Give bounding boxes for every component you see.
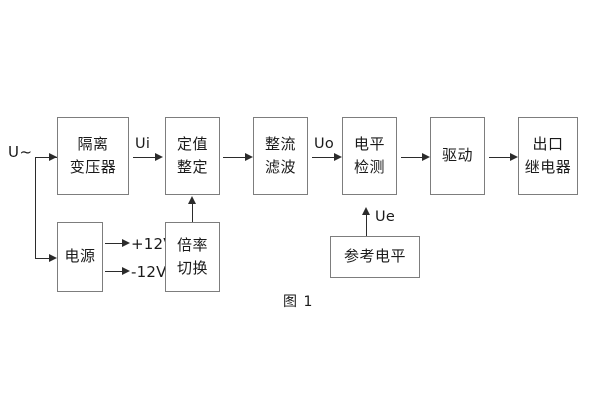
arrowhead-into-level-detect-from-reference: [362, 207, 370, 215]
block-rectify-filter-line2: 滤波: [264, 158, 296, 176]
block-multiplier-switch-line1: 倍率: [176, 235, 208, 254]
wire-branch-to-transformer: [35, 157, 49, 158]
arrowhead-negative-rail: [122, 266, 130, 275]
wire-power-supply-negative-rail: [105, 271, 122, 272]
block-output-relay-line2: 继电器: [524, 158, 572, 176]
arrowhead-positive-rail: [122, 238, 130, 247]
arrowhead-into-setting-value-from-multiplier: [188, 196, 196, 204]
block-rectify-filter-line1: 整流: [264, 134, 296, 153]
signal-label-ue: Ue: [375, 209, 396, 225]
signal-label-ui: Ui: [135, 136, 151, 152]
figure-caption: 图 1: [283, 294, 314, 310]
wire-source-branch-trunk: [35, 157, 36, 258]
block-setting-value-line1: 定值: [176, 134, 208, 153]
arrowhead-into-output-relay: [510, 152, 518, 161]
block-output-relay-line1: 出口: [532, 134, 564, 153]
block-driver-line1: 驱动: [441, 146, 473, 165]
wire-level-detect-to-driver: [401, 157, 422, 158]
arrowhead-into-level-detect: [334, 152, 342, 161]
block-isolation-transformer[interactable]: 隔离 变压器: [57, 117, 129, 195]
block-reference-level[interactable]: 参考电平: [330, 236, 420, 278]
wire-power-supply-positive-rail: [105, 243, 122, 244]
block-level-detect-line2: 检测: [353, 158, 385, 176]
wire-branch-to-power-supply: [35, 258, 49, 259]
block-setting-value-line2: 整定: [176, 158, 208, 176]
signal-label-uo: Uo: [314, 136, 335, 152]
arrowhead-into-power-supply: [49, 253, 57, 262]
arrowhead-into-rectify-filter: [245, 152, 253, 161]
block-level-detect[interactable]: 电平 检测: [342, 117, 397, 195]
rail-label-positive-12v: +12V: [131, 235, 174, 253]
block-driver[interactable]: 驱动: [430, 117, 485, 195]
wire-driver-to-output-relay: [489, 157, 510, 158]
wire-setting-to-rectify: [223, 157, 245, 158]
wire-transformer-to-setting: [133, 157, 155, 158]
wire-multiplier-to-setting: [192, 203, 193, 222]
block-power-supply[interactable]: 电源: [57, 222, 103, 292]
block-isolation-transformer-line2: 变压器: [69, 158, 117, 176]
block-setting-value[interactable]: 定值 整定: [165, 117, 220, 195]
source-label-u-ac: U~: [8, 143, 33, 161]
wire-rectify-to-level-detect: [312, 157, 334, 158]
block-rectify-filter[interactable]: 整流 滤波: [253, 117, 308, 195]
arrowhead-into-driver: [422, 152, 430, 161]
block-multiplier-switch-line2: 切换: [176, 259, 208, 277]
block-multiplier-switch[interactable]: 倍率 切换: [165, 222, 220, 292]
wire-reference-to-level-detect: [366, 214, 367, 236]
block-power-supply-line1: 电源: [64, 247, 96, 266]
block-output-relay[interactable]: 出口 继电器: [518, 117, 578, 195]
block-level-detect-line1: 电平: [353, 134, 385, 153]
block-isolation-transformer-line1: 隔离: [77, 134, 109, 153]
rail-label-negative-12v: -12V: [131, 263, 167, 281]
block-reference-level-line1: 参考电平: [343, 247, 406, 266]
arrowhead-into-setting-value: [155, 152, 163, 161]
arrowhead-into-transformer: [49, 152, 57, 161]
